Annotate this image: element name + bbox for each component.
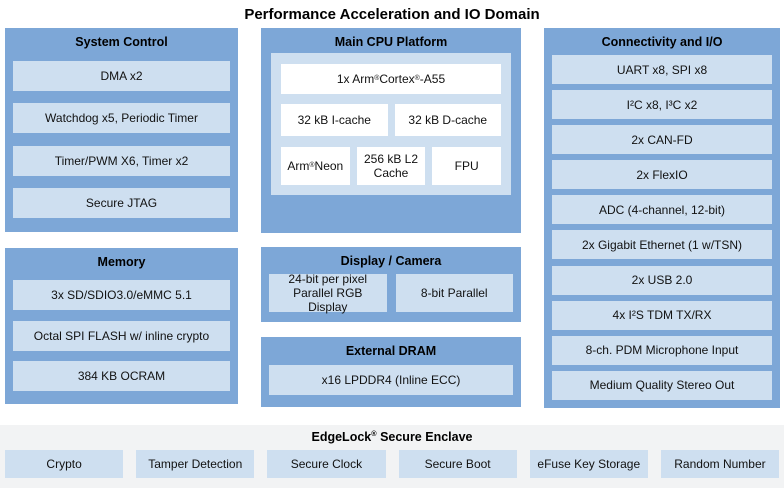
block-tamper-detection: Tamper Detection	[136, 450, 255, 478]
block-usb: 2x USB 2.0	[552, 265, 772, 295]
block-adc: ADC (4-channel, 12-bit)	[552, 195, 772, 225]
panel-connectivity-io: Connectivity and I/O UART x8, SPI x8 I²C…	[544, 28, 780, 408]
cpu-row-core: 1x Arm® Cortex®-A55	[281, 63, 501, 94]
block-l2-cache: 256 kB L2 Cache	[356, 146, 426, 185]
block-i2c-i3c: I²C x8, I³C x2	[552, 90, 772, 120]
block-octal-spi-flash: Octal SPI FLASH w/ inline crypto	[13, 320, 230, 351]
block-watchdog-periodic-timer: Watchdog x5, Periodic Timer	[13, 103, 230, 134]
cpu-row-neon-l2-fpu: Arm® Neon 256 kB L2 Cache FPU	[281, 146, 502, 185]
system-control-items: DMA x2 Watchdog x5, Periodic Timer Timer…	[5, 49, 238, 232]
block-crypto: Crypto	[5, 450, 124, 478]
panel-external-dram: External DRAM x16 LPDDR4 (Inline ECC)	[261, 337, 521, 407]
memory-items: 3x SD/SDIO3.0/eMMC 5.1 Octal SPI FLASH w…	[5, 269, 238, 404]
panel-memory: Memory 3x SD/SDIO3.0/eMMC 5.1 Octal SPI …	[5, 248, 238, 404]
column-right: Connectivity and I/O UART x8, SPI x8 I²C…	[544, 28, 780, 408]
panel-system-control: System Control DMA x2 Watchdog x5, Perio…	[5, 28, 238, 232]
block-random-number: Random Number	[660, 450, 780, 478]
block-parallel-rgb-display: 24-bit per pixel Parallel RGB Display	[269, 272, 387, 314]
block-flexio: 2x FlexIO	[552, 160, 772, 190]
block-arm-neon: Arm® Neon	[281, 146, 350, 185]
cpu-row-l1-caches: 32 kB I-cache 32 kB D-cache	[281, 104, 501, 136]
block-cortex-a55: 1x Arm® Cortex®-A55	[281, 63, 501, 94]
edgelock-secure-enclave-strip: EdgeLock® Secure Enclave Crypto Tamper D…	[0, 425, 784, 488]
column-middle: Main CPU Platform 1x Arm® Cortex®-A55 32…	[261, 28, 521, 407]
block-lpddr4: x16 LPDDR4 (Inline ECC)	[269, 365, 513, 395]
block-i2s-tdm: 4x I²S TDM TX/RX	[552, 300, 772, 330]
block-can-fd: 2x CAN-FD	[552, 125, 772, 155]
connectivity-title: Connectivity and I/O	[601, 35, 723, 49]
system-control-title: System Control	[75, 35, 168, 49]
block-fpu: FPU	[432, 146, 502, 185]
cpu-inner-container: 1x Arm® Cortex®-A55 32 kB I-cache 32 kB …	[271, 53, 511, 195]
block-dma: DMA x2	[13, 61, 230, 92]
connectivity-items: UART x8, SPI x8 I²C x8, I³C x2 2x CAN-FD…	[544, 49, 780, 408]
diagram-columns: System Control DMA x2 Watchdog x5, Perio…	[0, 28, 784, 410]
block-8bit-parallel: 8-bit Parallel	[395, 274, 513, 312]
display-camera-items: 24-bit per pixel Parallel RGB Display 8-…	[269, 272, 513, 314]
block-gigabit-ethernet: 2x Gigabit Ethernet (1 w/TSN)	[552, 230, 772, 260]
main-cpu-title: Main CPU Platform	[334, 35, 448, 49]
block-pdm-microphone: 8-ch. PDM Microphone Input	[552, 335, 772, 365]
diagram-title: Performance Acceleration and IO Domain	[244, 6, 540, 23]
block-secure-jtag: Secure JTAG	[13, 187, 230, 218]
block-d-cache: 32 kB D-cache	[394, 104, 501, 136]
secure-enclave-items: Crypto Tamper Detection Secure Clock Sec…	[5, 450, 780, 478]
block-uart-spi: UART x8, SPI x8	[552, 55, 772, 85]
secure-enclave-title: EdgeLock® Secure Enclave	[311, 428, 473, 444]
block-ocram: 384 KB OCRAM	[13, 361, 230, 392]
block-sd-sdio-emmc: 3x SD/SDIO3.0/eMMC 5.1	[13, 279, 230, 310]
block-i-cache: 32 kB I-cache	[281, 104, 388, 136]
memory-title: Memory	[97, 255, 146, 269]
panel-main-cpu-platform: Main CPU Platform 1x Arm® Cortex®-A55 32…	[261, 28, 521, 233]
column-left: System Control DMA x2 Watchdog x5, Perio…	[5, 28, 238, 404]
display-camera-title: Display / Camera	[340, 254, 442, 268]
block-efuse-key-storage: eFuse Key Storage	[529, 450, 648, 478]
block-secure-clock: Secure Clock	[267, 450, 386, 478]
panel-display-camera: Display / Camera 24-bit per pixel Parall…	[261, 247, 521, 322]
block-timer-pwm: Timer/PWM X6, Timer x2	[13, 145, 230, 176]
block-stereo-out: Medium Quality Stereo Out	[552, 370, 772, 400]
block-secure-boot: Secure Boot	[398, 450, 517, 478]
external-dram-title: External DRAM	[345, 344, 437, 358]
